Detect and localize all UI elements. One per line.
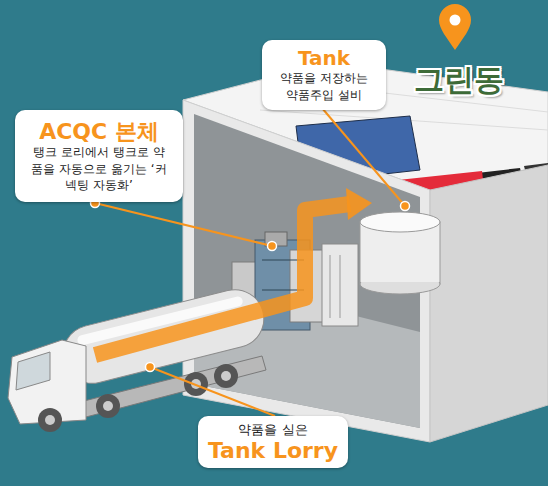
building-name: 그린동	[414, 60, 504, 101]
machine-cabinet	[322, 244, 358, 326]
pin-hole	[450, 15, 461, 26]
truck-wheel	[96, 394, 120, 418]
truck-hub	[221, 371, 231, 381]
callout-box: ACQC 본체탱크 로리에서 탱크로 약품을 자동으로 옮기는 ‘커넥팅 자동화…	[15, 110, 183, 202]
flow-arrow	[95, 204, 350, 355]
leader-dot	[146, 363, 155, 372]
leader-dot	[401, 202, 410, 211]
leader-line	[95, 203, 272, 246]
callout-title: Tank	[270, 47, 378, 70]
machine-line	[340, 255, 341, 318]
truck-wheel	[38, 408, 62, 432]
truck-window	[16, 352, 50, 390]
callout-text: 약품을 저장하는 약품주입 설비	[274, 70, 374, 102]
truck-hub	[103, 401, 113, 411]
leader-line	[150, 367, 275, 416]
callout-title: ACQC 본체	[23, 119, 175, 144]
leader-dot	[268, 242, 277, 251]
callout-text: 탱크 로리에서 탱크로 약품을 자동으로 옮기는 ‘커넥팅 자동화’	[29, 144, 169, 193]
building-side	[430, 165, 548, 442]
callout-box: Tank약품을 저장하는 약품주입 설비	[262, 40, 386, 110]
callout-box: 약품을 실은Tank Lorry	[198, 416, 348, 468]
flow-arrowhead	[346, 188, 372, 220]
machine-line	[330, 255, 331, 318]
truck-wheel	[214, 364, 238, 388]
location-pin	[439, 4, 471, 50]
callout-text: 약품을 실은	[206, 421, 340, 439]
leader-line	[322, 108, 405, 206]
tank-top	[360, 212, 440, 232]
callout-title: Tank Lorry	[206, 438, 340, 463]
truck-hub	[45, 415, 55, 425]
